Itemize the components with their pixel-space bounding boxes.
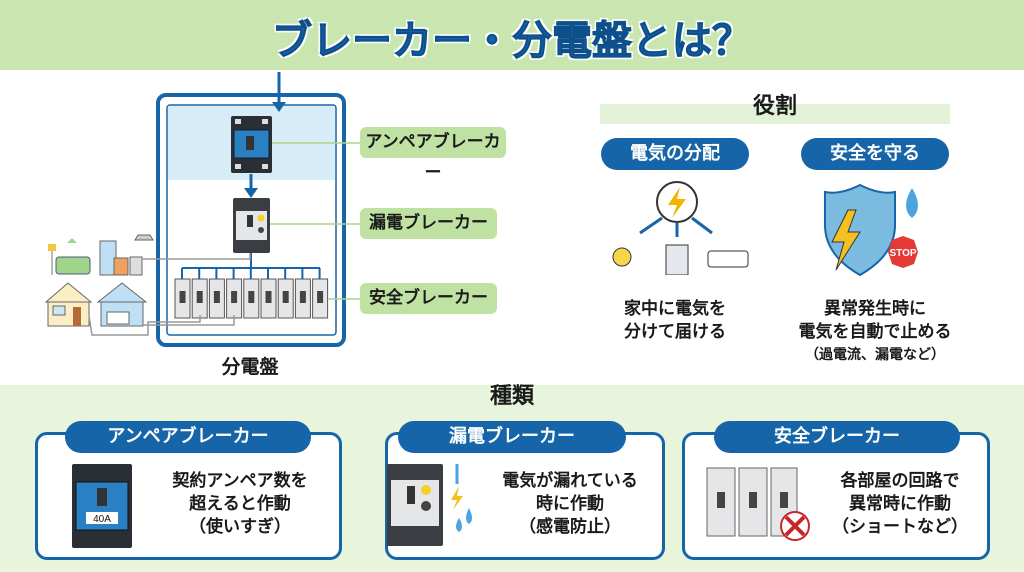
text-line: 異常発生時に (824, 299, 926, 319)
label-safety-breaker: 安全ブレーカー (360, 283, 497, 314)
text-line: 家中に電気を (624, 299, 726, 319)
panel-caption: 分電盤 (221, 356, 279, 378)
text-line: （使いすぎ） (189, 517, 291, 537)
appliance-icons (48, 234, 154, 276)
text-line: 異常時に作動 (849, 494, 951, 514)
role-heading: 役割 (752, 94, 797, 119)
text-line: （ショートなど） (832, 517, 968, 537)
distribution-panel-diagram (44, 72, 360, 347)
leakage-breaker-icon (233, 198, 270, 253)
house-icons (44, 282, 148, 327)
text-line: （過電流、漏電など） (805, 347, 945, 363)
text-line: （感電防止） (519, 517, 621, 537)
amp-breaker-icon (231, 116, 272, 173)
role-safety-text: 異常発生時に 電気を自動で止める （過電流、漏電など） (770, 298, 980, 367)
text-line: 分けて届ける (624, 322, 726, 342)
card-leakage-text: 電気が漏れている 時に作動 （感電防止） (480, 470, 660, 539)
distribution-icon (612, 181, 749, 275)
safety-breakers-short-icon (706, 467, 810, 541)
lightning-icon (668, 187, 686, 218)
leakage-breaker-water-icon (387, 464, 472, 546)
card-amp-pill: アンペアブレーカー (65, 421, 311, 453)
title-banner (0, 0, 1024, 70)
card-amp-text: 契約アンペア数を 超えると作動 （使いすぎ） (150, 470, 330, 539)
text-line: 時に作動 (536, 494, 604, 514)
rating-label: 40A (93, 514, 111, 525)
label-amp-breaker: アンペアブレーカー (360, 127, 506, 183)
text-line: 電気を自動で止める (798, 322, 952, 342)
role-safety-pill: 安全を守る (801, 138, 949, 170)
card-leakage-pill: 漏電ブレーカー (398, 421, 626, 453)
card-safety-pill: 安全ブレーカー (714, 421, 960, 453)
label-leakage-breaker: 漏電ブレーカー (360, 208, 497, 239)
text-line: 超えると作動 (189, 494, 291, 514)
card-safety-text: 各部屋の回路で 異常時に作動 （ショートなど） (815, 470, 985, 539)
text-line: 各部屋の回路で (840, 471, 960, 491)
role-distribution-text: 家中に電気を 分けて届ける (590, 298, 760, 344)
text-line: 電気が漏れている (502, 471, 638, 491)
safety-shield-icon: STOP (824, 183, 918, 277)
stop-sign-text: STOP (889, 248, 916, 259)
safety-breakers-row (174, 268, 329, 319)
role-heading-bar (600, 104, 950, 124)
page-title: ブレーカー・分電盤とは？ (272, 18, 753, 65)
arrow-down-icon (272, 102, 286, 112)
role-distribution-pill: 電気の分配 (601, 138, 749, 170)
types-heading: 種類 (489, 384, 534, 409)
text-line: 契約アンペア数を (172, 471, 308, 491)
aircon-icon (707, 250, 749, 268)
amp-breaker-40a-icon: 40A (72, 464, 132, 548)
fridge-icon (665, 244, 689, 275)
bulb-icon (612, 247, 632, 267)
